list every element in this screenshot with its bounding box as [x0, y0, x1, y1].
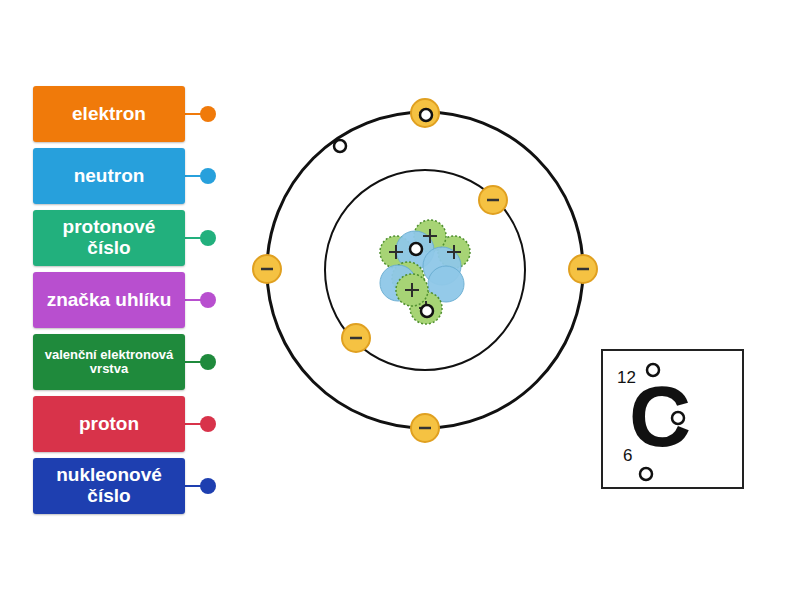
- inner-shell: [325, 170, 525, 370]
- label-text: neutron: [74, 166, 145, 187]
- label-box: valenční elektronová vrstva: [33, 334, 185, 390]
- label-text: elektron: [72, 104, 146, 125]
- nucleus: [380, 220, 470, 324]
- label-box: proton: [33, 396, 185, 452]
- element-symbol-box: 12C6: [601, 349, 744, 489]
- label-text: protonové číslo: [41, 217, 177, 259]
- label-box: elektron: [33, 86, 185, 142]
- element-symbol: C: [629, 373, 691, 459]
- outer-shell: [267, 112, 583, 428]
- label-text: proton: [79, 414, 139, 435]
- answer-dots: [185, 106, 216, 494]
- label-box: neutron: [33, 148, 185, 204]
- label-box: značka uhlíku: [33, 272, 185, 328]
- label-text: značka uhlíku: [47, 290, 172, 311]
- label-text: valenční elektronová vrstva: [41, 348, 177, 377]
- proton-number: 6: [623, 447, 632, 464]
- label-box: nukleonové číslo: [33, 458, 185, 514]
- electrons: [253, 99, 597, 442]
- target-holes: [334, 109, 433, 317]
- label-text: nukleonové číslo: [41, 465, 177, 507]
- label-box: protonové číslo: [33, 210, 185, 266]
